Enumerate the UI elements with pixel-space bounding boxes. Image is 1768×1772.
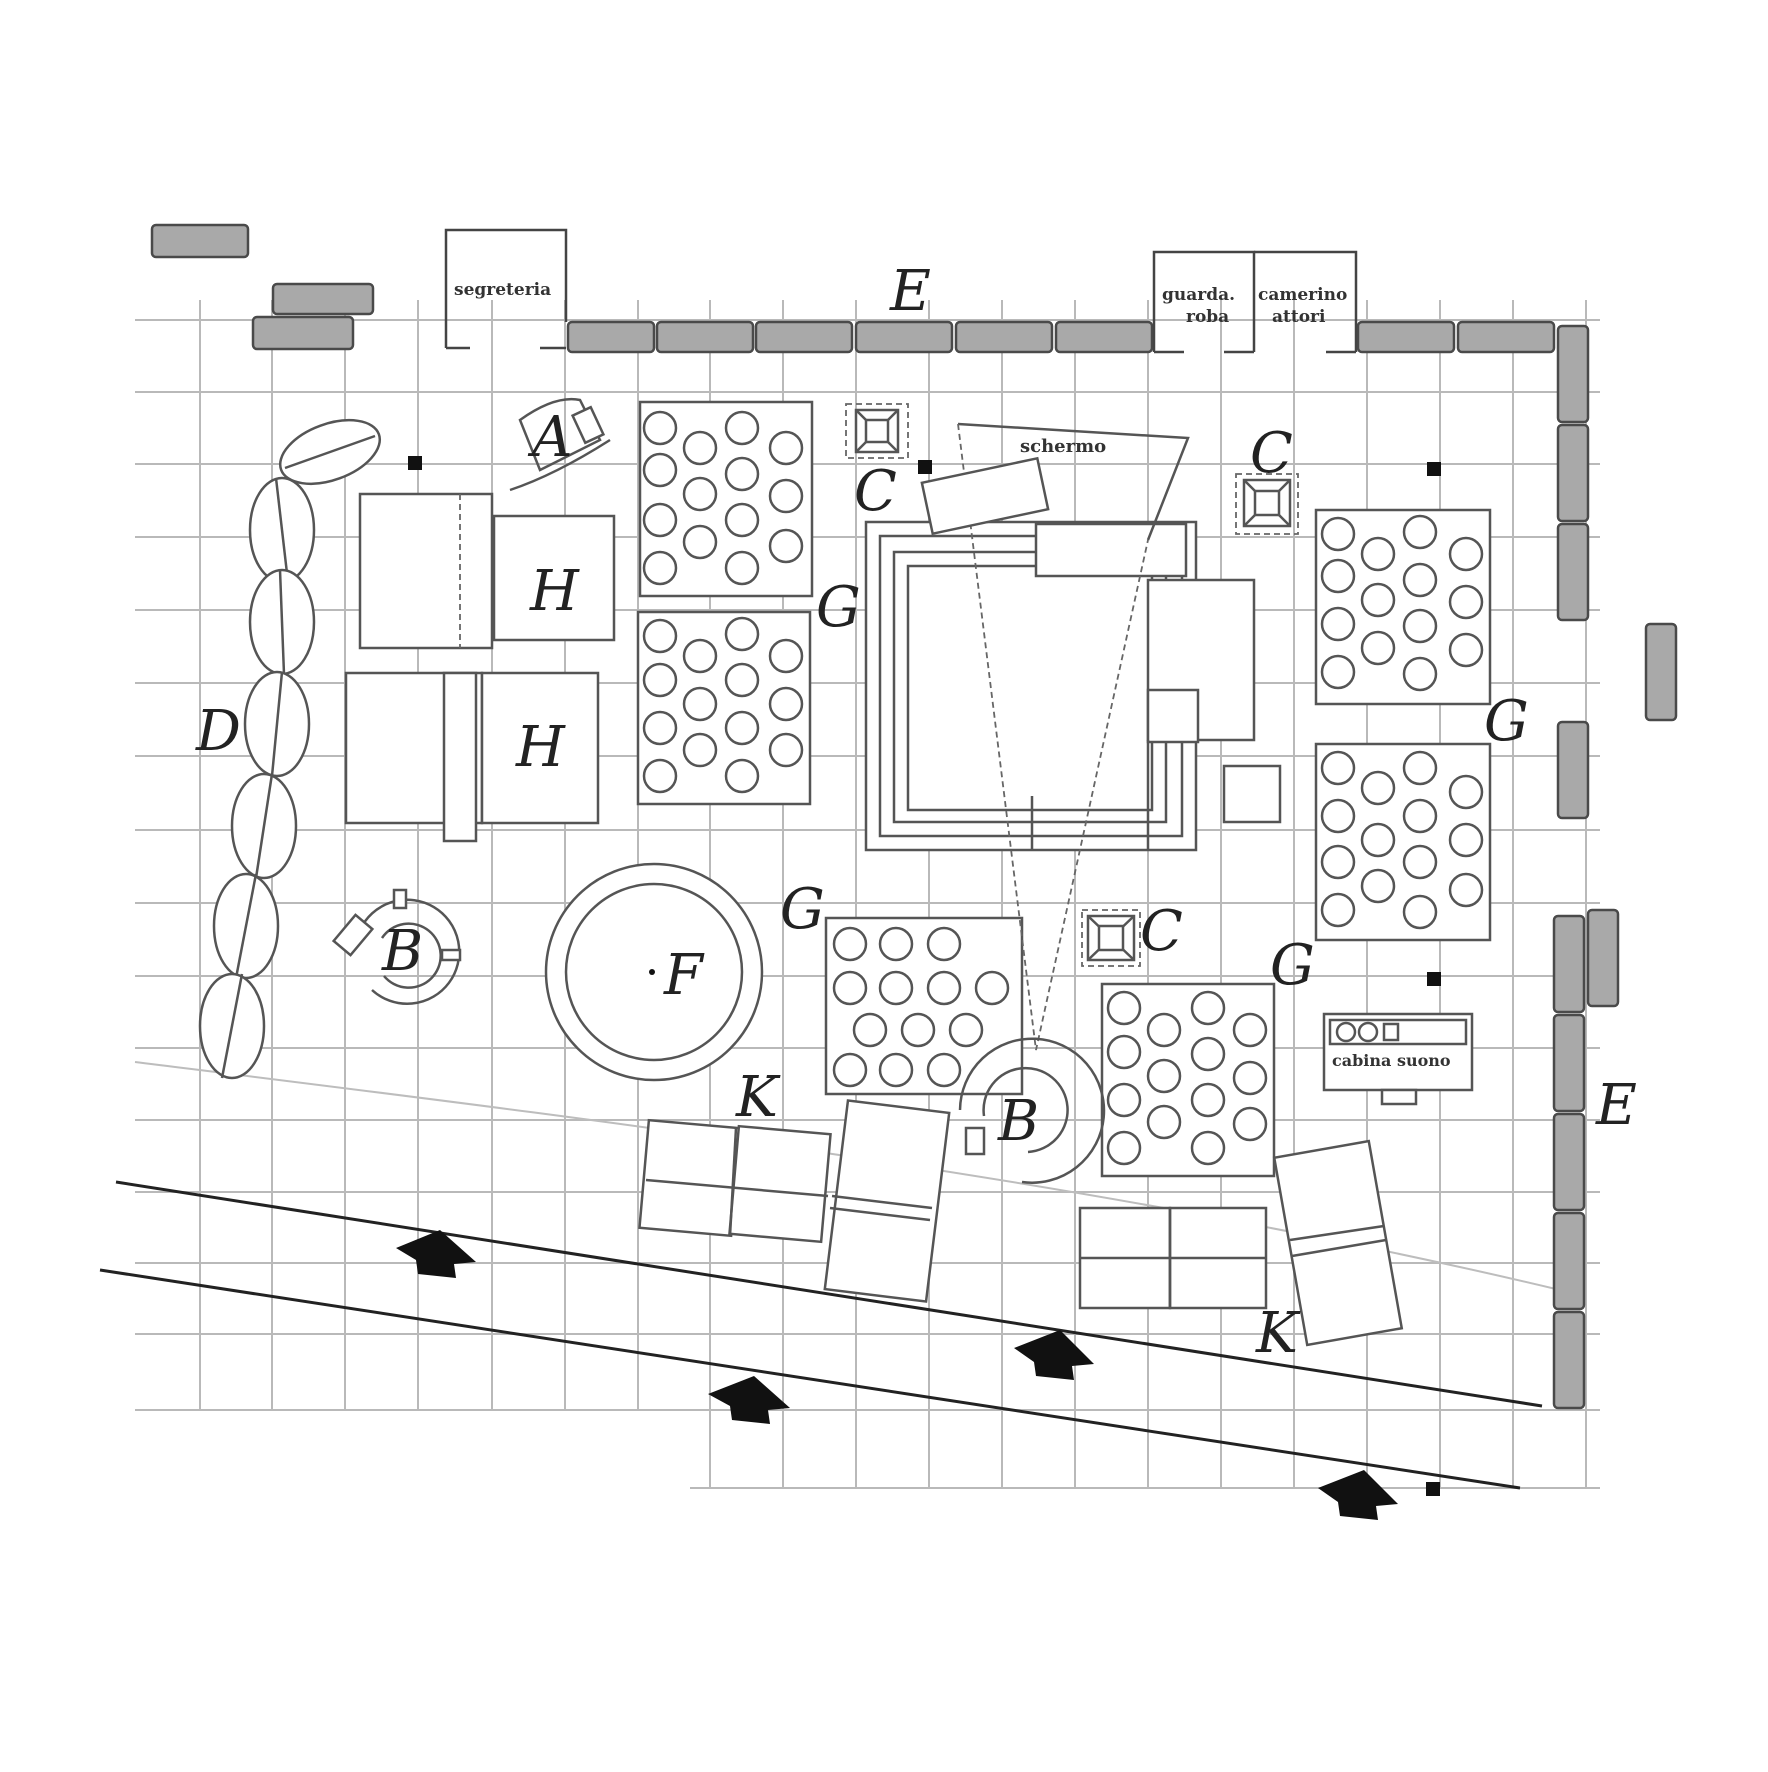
seating-k-2 (823, 1099, 951, 1303)
speaker-c-middle (1081, 909, 1141, 967)
label-b-left: B (381, 919, 423, 984)
armchair-a (509, 398, 611, 492)
room-label-segreteria: segreteria (454, 280, 551, 300)
entrance-arrow-1 (396, 1230, 476, 1278)
label-d: D (195, 699, 241, 764)
label-c-right: C (1250, 421, 1293, 486)
speaker-c-right (1235, 473, 1299, 535)
round-table-f (544, 862, 764, 1082)
desk-h-lower (344, 671, 600, 843)
room-label-camerino-1: camerino (1258, 285, 1347, 305)
seating-g-1 (638, 400, 814, 598)
label-e-top: E (889, 259, 931, 324)
stage-platform (864, 520, 1282, 852)
entrance-arrows (396, 1230, 1398, 1520)
desk-h-upper (358, 492, 616, 650)
seating-g-4 (1314, 742, 1492, 942)
booth-b-center (958, 1037, 1106, 1184)
posts (408, 456, 1441, 1496)
label-c-middle: C (1140, 899, 1183, 964)
seating-g-2 (636, 610, 812, 806)
entrance-arrow-2 (1014, 1330, 1094, 1380)
room-segreteria: segreteria (444, 228, 568, 350)
room-label-guardaroba-2: roba (1186, 307, 1229, 327)
seating-k-1 (638, 1118, 832, 1244)
label-k-left: K (735, 1065, 781, 1130)
label-g-2: G (1484, 689, 1529, 754)
room-label-guardaroba-1: guarda. (1162, 285, 1235, 305)
speaker-c-top (845, 403, 909, 459)
seating-k-4 (1272, 1139, 1404, 1347)
sound-booth-label: cabina suono (1332, 1051, 1451, 1070)
seating-g-3 (1314, 508, 1492, 706)
label-c-top: C (854, 459, 897, 524)
key-letters: A B B C C C D E E F G G G G H H K K (195, 259, 1637, 1366)
facade (99, 1180, 1543, 1490)
label-g-4: G (1270, 933, 1315, 998)
wall-top (566, 320, 1556, 354)
screen-label: schermo (1020, 436, 1106, 457)
entrance-arrow-4 (1318, 1470, 1398, 1520)
seating-k-3 (1078, 1206, 1268, 1310)
screen-schermo: schermo (920, 422, 1190, 1051)
sound-booth: cabina suono (1322, 1012, 1474, 1106)
seating-g-5 (824, 916, 1024, 1096)
label-b-center: B (997, 1089, 1039, 1154)
room-label-camerino-2: attori (1272, 307, 1326, 327)
label-k-right: K (1255, 1301, 1301, 1366)
booth-b-left (331, 888, 462, 1005)
partition-chain-d (198, 418, 382, 1080)
room-camerino: camerino attori (1254, 250, 1358, 354)
room-guardaroba: guarda. roba (1152, 250, 1256, 354)
seating-g-6 (1100, 982, 1276, 1178)
label-e-right: E (1595, 1073, 1637, 1138)
label-h-upper: H (529, 559, 580, 624)
label-g-1: G (816, 575, 861, 640)
label-h-lower: H (515, 715, 566, 780)
wall-blocks-top-left (150, 223, 375, 351)
wall-right (1552, 324, 1678, 1410)
label-f: F (663, 943, 705, 1008)
label-g-3: G (780, 877, 825, 942)
entrance-arrow-3 (708, 1376, 790, 1424)
label-a: A (527, 405, 572, 470)
